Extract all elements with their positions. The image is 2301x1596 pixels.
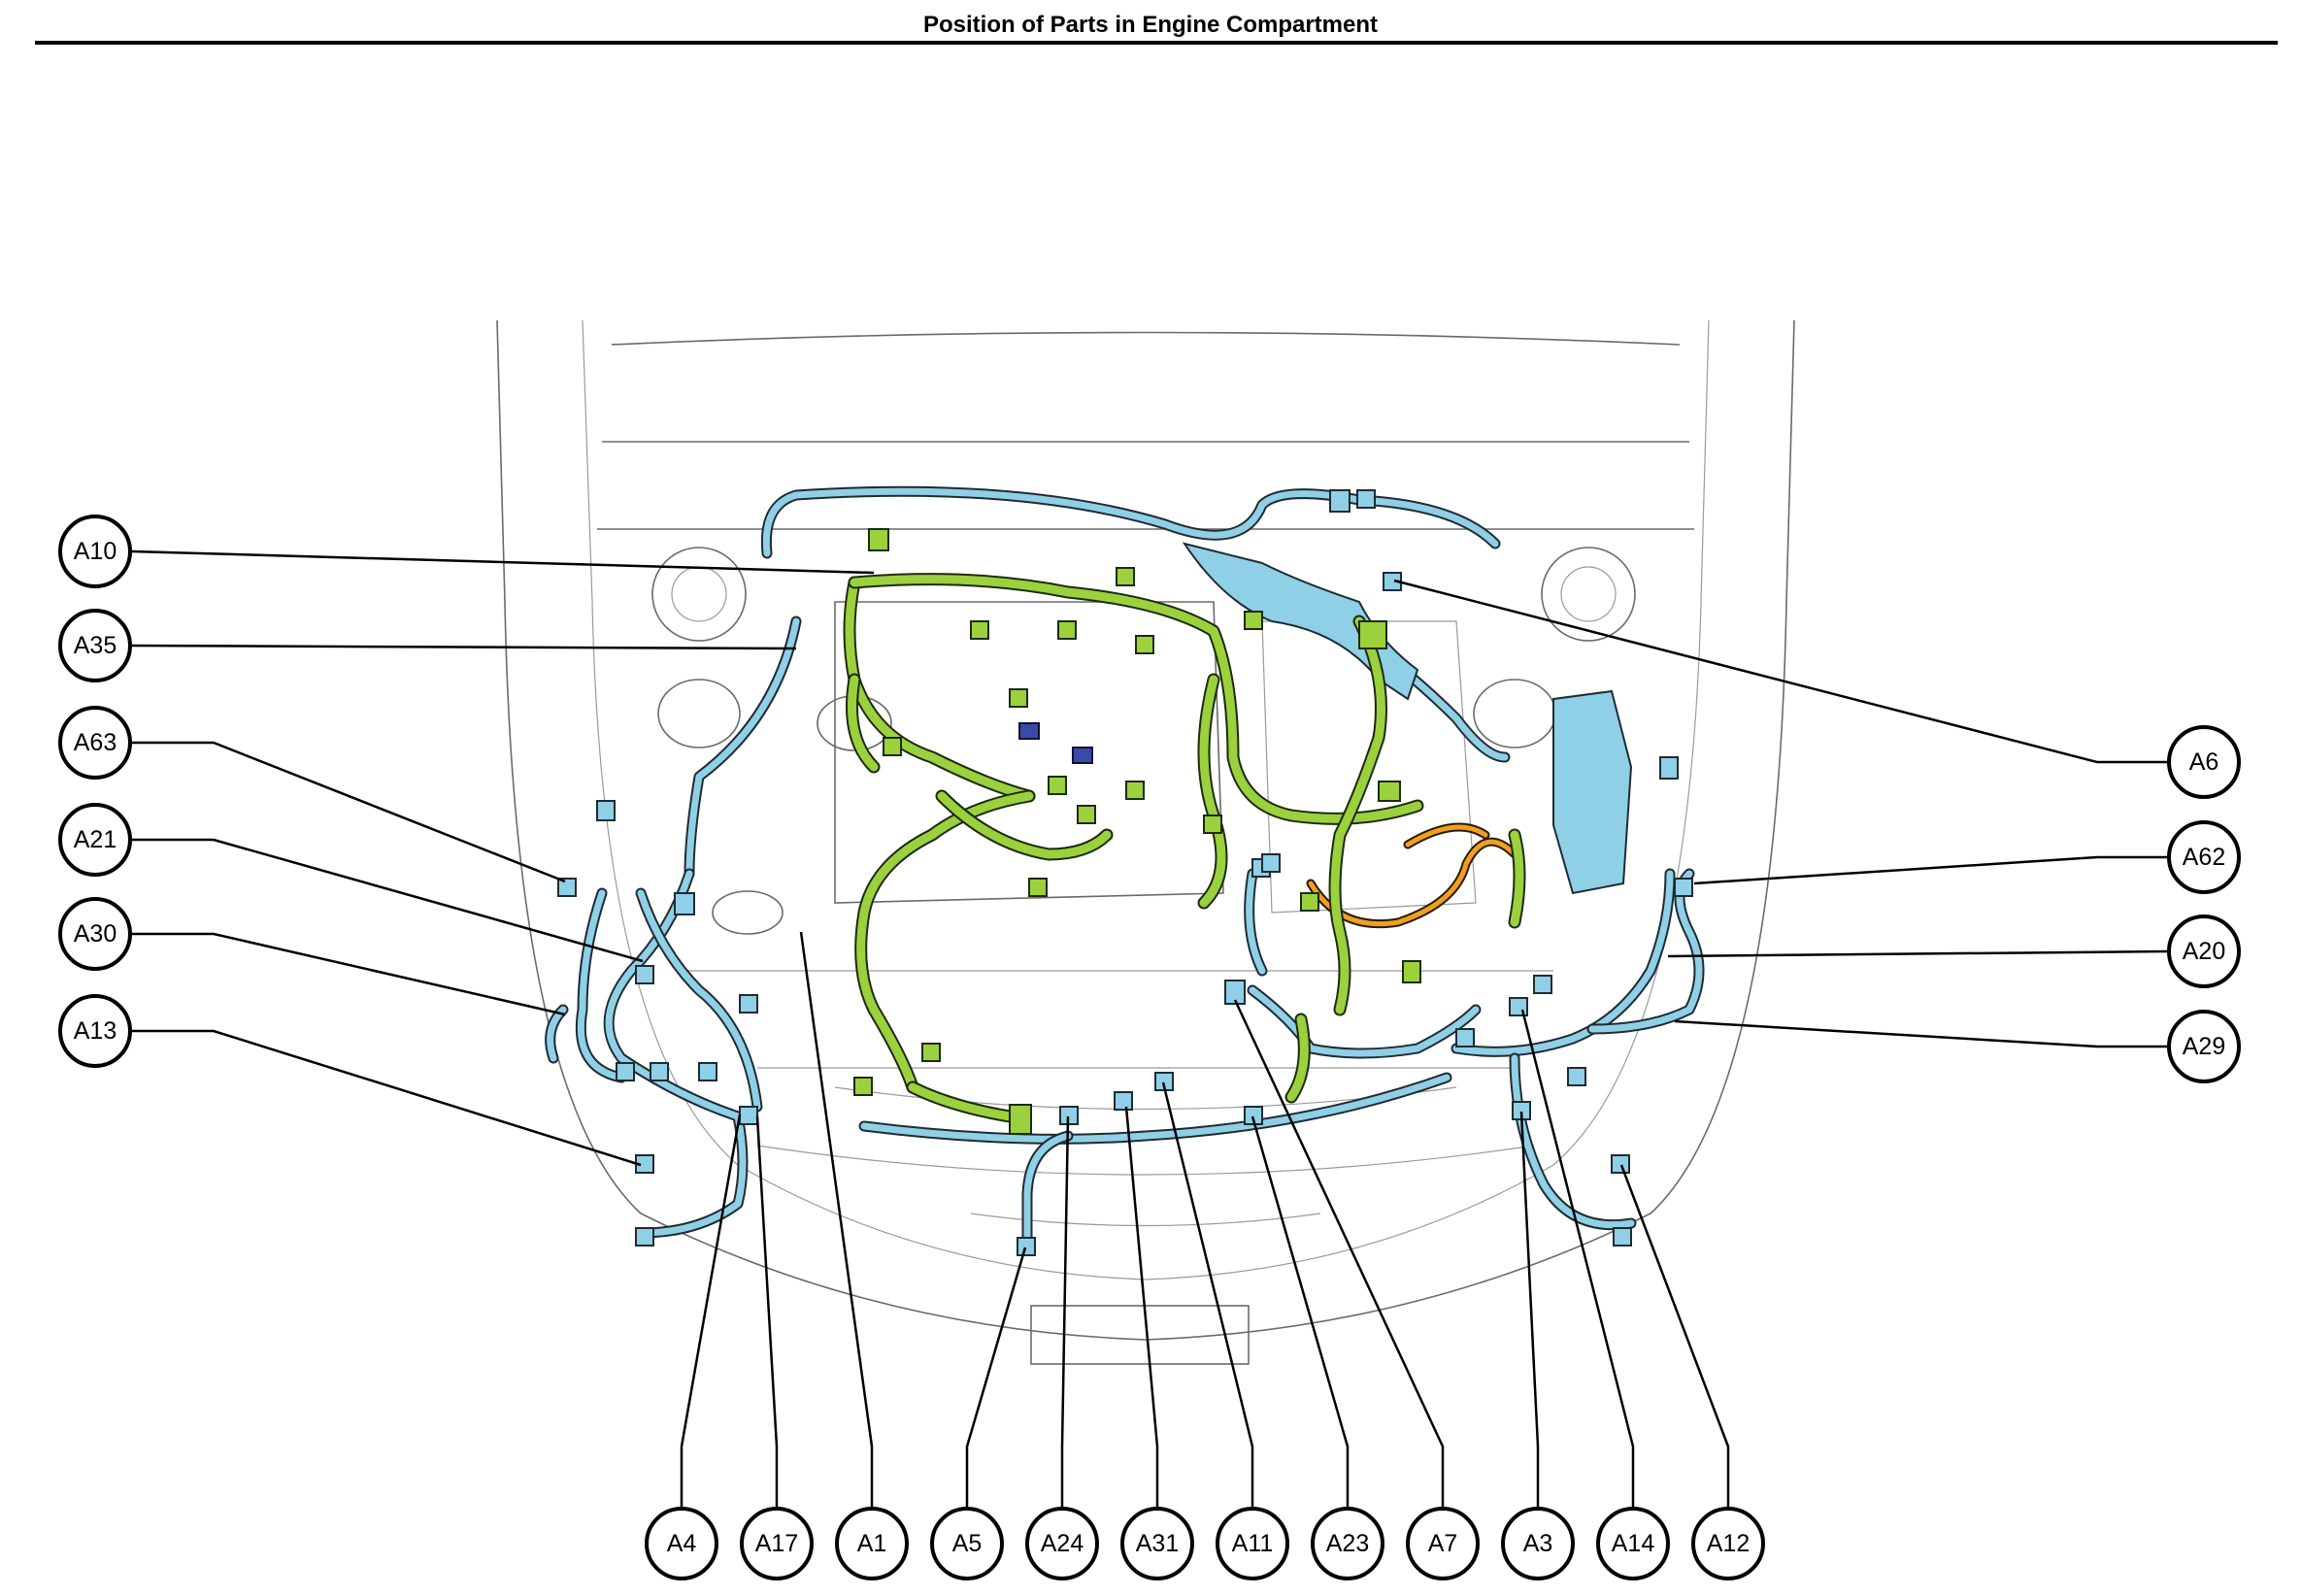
leader-lines (131, 549, 2168, 1510)
callout-a7: A7 (1406, 1507, 1480, 1580)
callout-a14: A14 (1596, 1507, 1670, 1580)
callout-a35: A35 (58, 609, 132, 682)
callout-a62: A62 (2167, 820, 2241, 894)
callout-a63: A63 (58, 706, 132, 780)
orange-harness (1306, 822, 1519, 929)
svg-text:A29: A29 (2183, 1033, 2225, 1060)
callout-a30: A30 (58, 897, 132, 971)
page-title: Position of Parts in Engine Compartment (922, 12, 1379, 38)
leader-line (799, 931, 874, 1510)
svg-text:A5: A5 (952, 1530, 983, 1557)
svg-text:A21: A21 (74, 826, 117, 853)
leader-line (1667, 949, 2168, 958)
leader-line (1161, 1081, 1254, 1510)
svg-text:A23: A23 (1326, 1530, 1369, 1557)
svg-text:A3: A3 (1523, 1530, 1553, 1557)
leader-line (132, 1029, 642, 1167)
leader-line (131, 644, 797, 650)
callout-a29: A29 (2167, 1010, 2241, 1083)
callouts-bottom: A4 A17 A1 A5 A24 A31 A11 A23 A7 A3 A14 A… (645, 1507, 1765, 1580)
svg-text:A4: A4 (667, 1530, 697, 1557)
leader-line (132, 838, 644, 963)
leader-line (680, 1114, 742, 1510)
callout-a23: A23 (1311, 1507, 1384, 1580)
leader-line (1060, 1115, 1070, 1510)
leader-line (1519, 1111, 1540, 1510)
svg-text:A30: A30 (74, 920, 117, 948)
svg-text:A31: A31 (1136, 1530, 1179, 1557)
callout-a4: A4 (645, 1507, 718, 1580)
callout-a6: A6 (2167, 725, 2241, 799)
leader-line (755, 1115, 779, 1510)
connectors (557, 489, 1693, 1256)
leader-line (1251, 1115, 1350, 1510)
callout-a5: A5 (930, 1507, 1004, 1580)
callout-a17: A17 (740, 1507, 814, 1580)
callout-a12: A12 (1691, 1507, 1765, 1580)
callout-a10: A10 (58, 515, 132, 588)
callout-a31: A31 (1120, 1507, 1194, 1580)
callouts-left: A10 A35 A63 A21 A30 A13 (58, 515, 132, 1068)
green-harness (843, 573, 1526, 1123)
callout-a11: A11 (1216, 1507, 1289, 1580)
callout-a24: A24 (1025, 1507, 1099, 1580)
svg-text:A7: A7 (1428, 1530, 1458, 1557)
callout-a1: A1 (835, 1507, 909, 1580)
leader-line (1520, 1009, 1635, 1510)
leader-line (1124, 1106, 1159, 1510)
svg-text:A13: A13 (74, 1017, 117, 1045)
leader-line (131, 549, 875, 575)
leader-line (1619, 1164, 1730, 1510)
leader-line (1674, 1019, 2167, 1048)
svg-text:A1: A1 (857, 1530, 887, 1557)
leader-line (1693, 855, 2167, 885)
callout-a21: A21 (58, 803, 132, 877)
svg-text:A14: A14 (1612, 1530, 1655, 1557)
svg-text:A10: A10 (74, 538, 117, 565)
callout-a13: A13 (58, 994, 132, 1068)
leader-line (965, 1247, 1027, 1510)
svg-text:A62: A62 (2183, 844, 2225, 871)
svg-text:A17: A17 (755, 1530, 798, 1557)
svg-text:A35: A35 (74, 632, 117, 659)
callout-a20: A20 (2167, 914, 2241, 988)
callouts-right: A6 A62 A20 A29 (2167, 725, 2241, 1083)
title-rule (35, 41, 2278, 45)
svg-text:A6: A6 (2189, 748, 2219, 776)
leader-line (132, 741, 566, 883)
svg-text:A63: A63 (74, 729, 117, 756)
svg-text:A11: A11 (1232, 1530, 1274, 1557)
leader-line (1233, 999, 1445, 1510)
callout-a3: A3 (1501, 1507, 1575, 1580)
svg-text:A12: A12 (1707, 1530, 1750, 1557)
svg-text:A20: A20 (2183, 938, 2225, 965)
svg-text:A24: A24 (1041, 1530, 1084, 1557)
leader-line (132, 932, 566, 1016)
leader-line (1393, 579, 2167, 764)
